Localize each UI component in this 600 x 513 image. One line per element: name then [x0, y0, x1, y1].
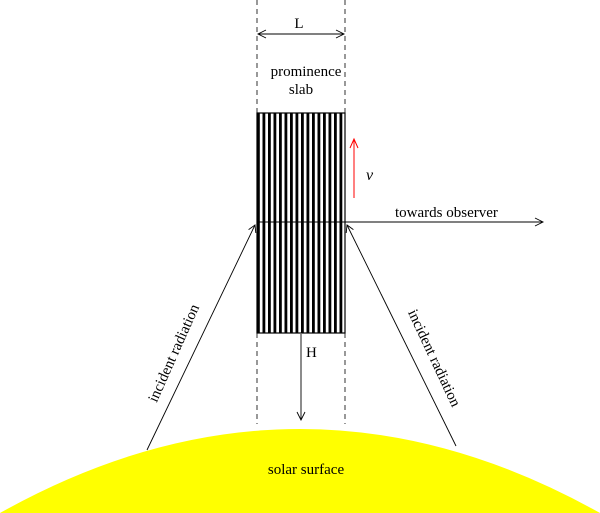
observer-arrow: [257, 217, 545, 227]
height-arrow: [296, 334, 306, 422]
surface-label: solar surface: [268, 462, 345, 478]
prominence-slab: [256, 112, 346, 334]
slab-label-line2: slab: [289, 82, 313, 98]
width-label: L: [294, 16, 303, 32]
incident-label-left: incident radiation: [146, 302, 204, 405]
width-arrow: [256, 29, 346, 39]
incident-arrow-right: [345, 224, 457, 447]
velocity-label: v: [366, 167, 374, 184]
velocity-arrow: [349, 137, 359, 198]
slab-label-line1: prominence: [271, 64, 342, 80]
height-label: H: [306, 345, 317, 361]
incident-arrow-left: [146, 224, 257, 451]
observer-label: towards observer: [395, 205, 498, 221]
solar-surface: [0, 429, 600, 513]
